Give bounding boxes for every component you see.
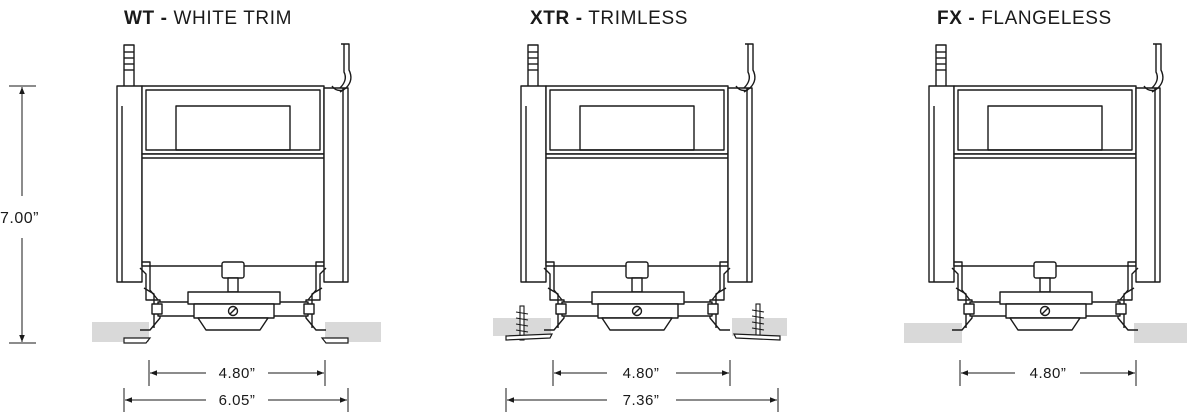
screw-left-icon [515, 305, 529, 341]
title-code: WT [124, 8, 155, 29]
title-flangeless: FX - FLANGELESS [937, 8, 1112, 30]
title-separator: - [575, 8, 583, 29]
title-white-trim: WT - WHITE TRIM [124, 8, 292, 30]
trim-flange-left [123, 337, 152, 344]
dimension-inner-width [552, 360, 731, 386]
title-code: XTR [530, 8, 570, 29]
trim-flange-right [320, 337, 349, 344]
dimension-height [9, 85, 36, 344]
inner-width-label: 4.80” [219, 365, 256, 382]
ceiling-left [904, 323, 962, 343]
ceiling-left [92, 322, 149, 342]
ceiling-right [1134, 323, 1187, 343]
title-separator: - [968, 8, 976, 29]
mud-flange-right [733, 333, 781, 341]
title-name: TRIMLESS [588, 8, 689, 29]
fixture-flangeless: 4.80” [904, 43, 1187, 386]
outer-width-label: 6.05” [219, 392, 256, 409]
title-code: FX [937, 8, 963, 29]
dimension-outer-width [123, 388, 349, 412]
dimension-inner-width [148, 360, 326, 386]
title-name: WHITE TRIM [173, 8, 293, 29]
dimension-inner-width [959, 360, 1137, 386]
inner-width-label: 4.80” [623, 365, 660, 382]
fixture-white-trim: 4.80” 6.05” [92, 43, 381, 412]
height-label: 7.00” [0, 210, 39, 227]
title-name: FLANGELESS [981, 8, 1112, 29]
inner-width-label: 4.80” [1030, 365, 1067, 382]
dimension-outer-width [505, 388, 779, 412]
title-trimless: XTR - TRIMLESS [530, 8, 688, 30]
outer-width-label: 7.36” [623, 392, 660, 409]
ceiling-right [325, 322, 381, 342]
fixture-trimless: 4.80” 7.36” [493, 43, 787, 412]
mud-flange-left [505, 333, 553, 341]
title-separator: - [160, 8, 168, 29]
